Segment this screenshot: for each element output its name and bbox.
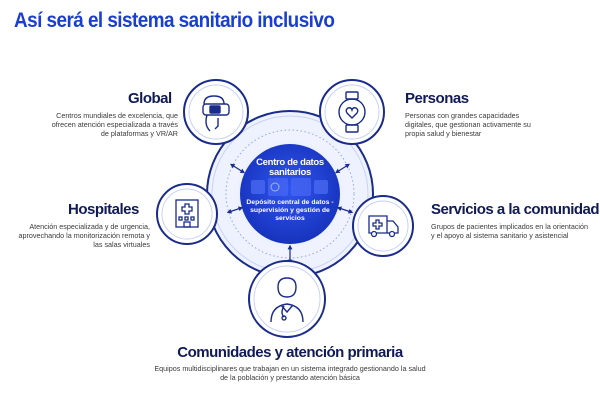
hub-description: Depósito central de datos - supervisión … — [246, 199, 334, 222]
node-global-description: Centros mundiales de excelencia, que ofr… — [51, 111, 178, 138]
hub-title: Centro de datos sanitarios — [256, 157, 324, 178]
node-global-circle — [183, 79, 249, 145]
node-personas-description: Personas con grandes capacidades digital… — [405, 111, 531, 138]
node-global-title: Global — [128, 90, 172, 107]
hospital-building-icon — [175, 199, 199, 228]
node-servicios-title: Servicios a la comunidad — [431, 201, 600, 218]
node-hospitales-title: Hospitales — [68, 201, 139, 218]
page-title: Así será el sistema sanitario inclusivo — [14, 9, 335, 32]
node-comunidades-title: Comunidades y atención primaria — [177, 344, 403, 361]
ambulance-icon — [368, 215, 399, 238]
node-comunidades-description: Equipos multidisciplinares que trabajan … — [154, 364, 426, 382]
node-servicios-circle — [352, 195, 414, 257]
node-hospitales-description: Atención especializada y de urgencia, ap… — [18, 222, 150, 249]
doctor-icon — [270, 277, 304, 323]
node-personas-circle — [319, 79, 385, 145]
node-hospitales-circle — [156, 183, 218, 245]
node-comunidades-circle — [248, 260, 326, 338]
smartwatch-heart-icon — [338, 91, 366, 133]
hub-circle — [240, 144, 340, 244]
node-personas-title: Personas — [405, 90, 469, 107]
node-servicios-description: Grupos de pacientes implicados en la ori… — [431, 222, 589, 240]
connector-arrows — [226, 163, 354, 265]
vr-headset-icon — [202, 95, 230, 132]
